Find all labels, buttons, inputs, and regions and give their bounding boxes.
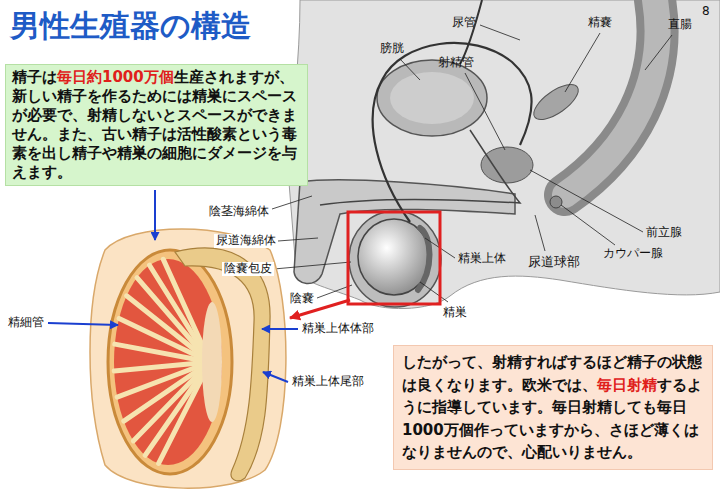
part-label: 精巣 bbox=[443, 306, 467, 320]
part-label: 精細管 bbox=[8, 316, 44, 330]
part-label: 精嚢 bbox=[588, 16, 612, 30]
highlight-text: 毎日約1000万個 bbox=[57, 68, 174, 86]
pointer-arrows bbox=[48, 190, 440, 382]
part-label: 陰嚢 bbox=[290, 292, 314, 306]
sagittal-section bbox=[288, 0, 720, 309]
part-label: 直腸 bbox=[668, 18, 692, 32]
part-label: 膀胱 bbox=[380, 42, 404, 56]
leader-lines bbox=[272, 25, 672, 302]
part-label: 尿道海綿体 bbox=[214, 234, 278, 248]
note-box: 精子は毎日約1000万個生産されますが、新しい精子を作るためには精巣にスペースが… bbox=[5, 64, 308, 186]
part-label: 精巣上体尾部 bbox=[292, 375, 364, 389]
part-label: 精巣上体 bbox=[458, 252, 506, 266]
part-label: 陰嚢包皮 bbox=[222, 262, 274, 276]
part-label: 精巣上体体部 bbox=[302, 322, 374, 336]
part-label: カウパー腺 bbox=[603, 247, 663, 261]
part-label: 尿管 bbox=[452, 16, 476, 30]
part-label: 陰茎海綿体 bbox=[207, 205, 271, 219]
part-label: 射精管 bbox=[438, 56, 474, 70]
page-number: 8 bbox=[702, 4, 710, 18]
highlight-text: 毎日射精 bbox=[597, 376, 657, 394]
testis-cross-section bbox=[90, 229, 286, 488]
part-label: 尿道球部 bbox=[528, 254, 580, 270]
part-label: 前立腺 bbox=[646, 226, 682, 240]
body-text: 精子は bbox=[12, 68, 57, 86]
note-box: したがって、射精すればするほど精子の状態は良くなります。欧米では、毎日射精するよ… bbox=[393, 345, 713, 470]
slide-title: 男性生殖器の構造 bbox=[10, 6, 251, 47]
